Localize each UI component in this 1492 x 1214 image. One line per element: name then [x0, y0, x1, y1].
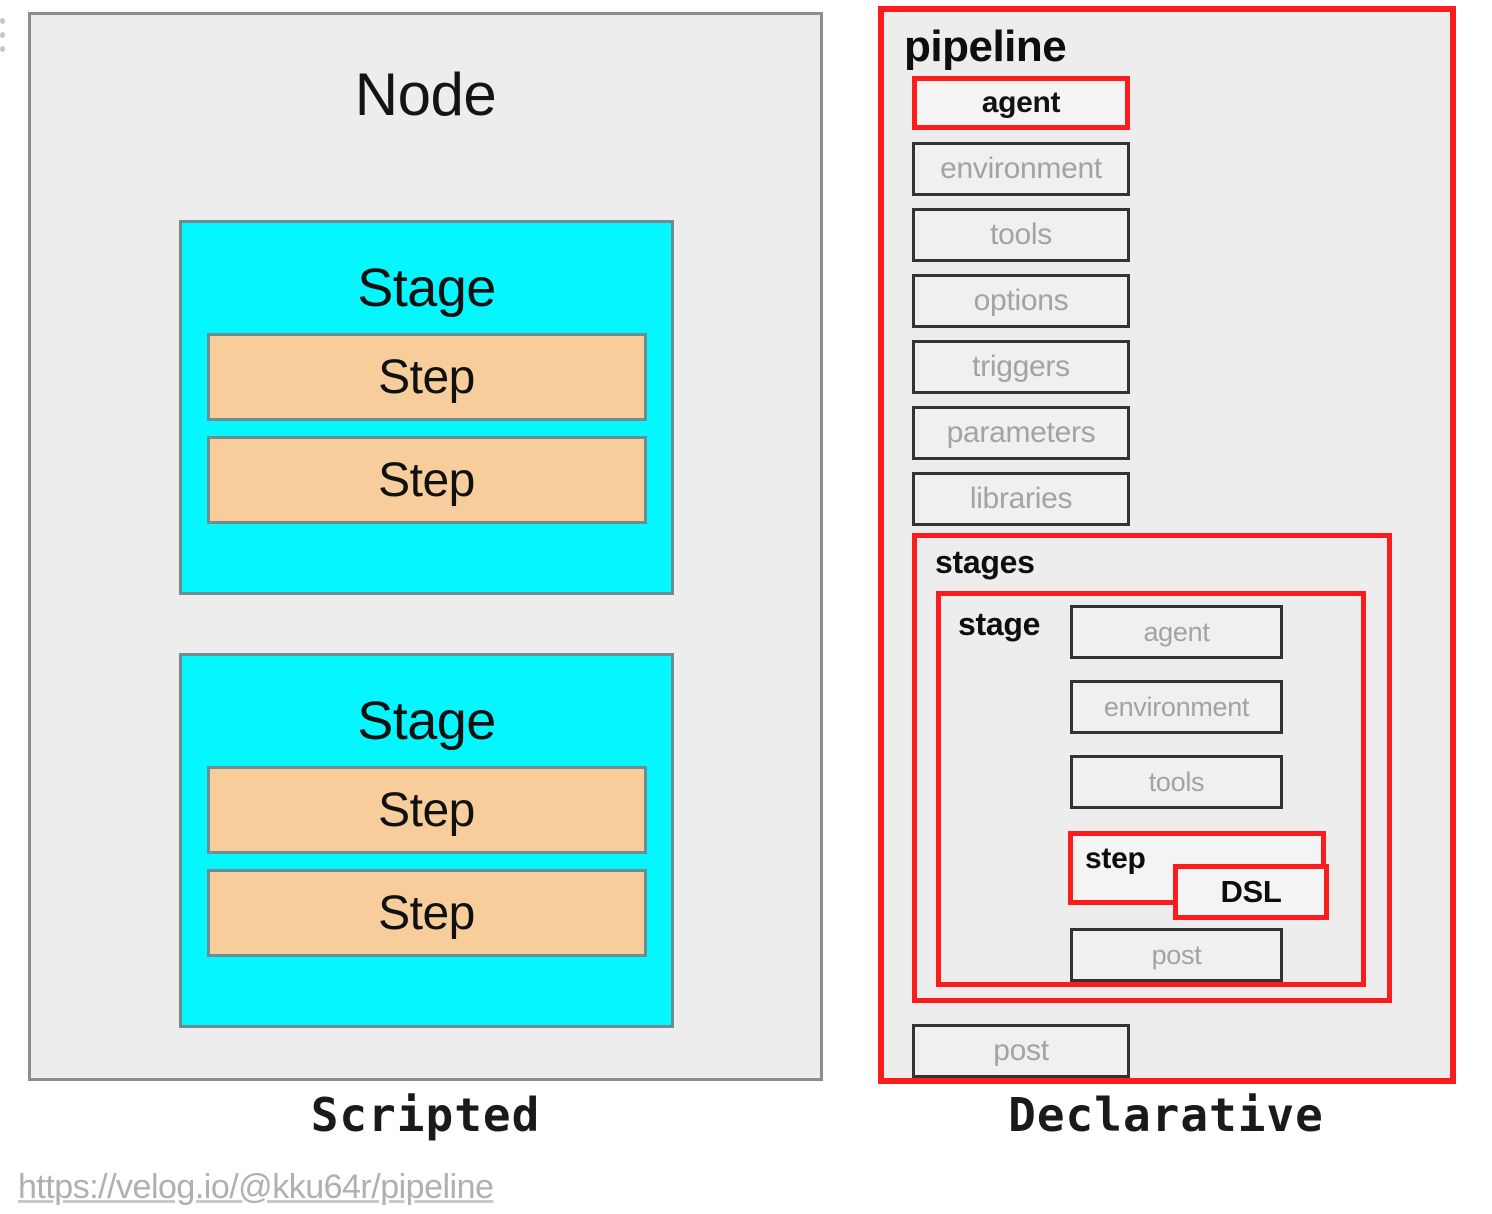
directive-agent: agent [912, 76, 1130, 131]
pipeline-title: pipeline [904, 22, 1067, 71]
directive-parameters: parameters [912, 406, 1130, 461]
directive-libraries: libraries [912, 472, 1130, 527]
scripted-stage-block: Stage Step Step [179, 653, 674, 1028]
step-box: Step [206, 869, 647, 957]
stage-directive-post: post [1070, 928, 1283, 982]
dsl-block: DSL [1173, 864, 1329, 920]
stage-label: Stage [357, 691, 496, 751]
declarative-pipeline-panel: pipeline agent environment tools options… [878, 6, 1456, 1084]
stages-label: stages [935, 544, 1035, 580]
stage-directive-tools: tools [1070, 755, 1283, 809]
directive-options: options [912, 274, 1130, 329]
stage-block: stage agent environment tools step DSL p… [936, 591, 1366, 987]
stage-label: stage [958, 606, 1041, 642]
step-label: step [1085, 842, 1146, 875]
scripted-stage-block: Stage Step Step [179, 220, 674, 595]
directive-environment: environment [912, 142, 1130, 197]
step-box: Step [206, 436, 647, 524]
step-box: Step [206, 333, 647, 421]
step-block: step DSL [1068, 831, 1329, 920]
step-box: Step [206, 766, 647, 854]
ellipsis-dot [0, 18, 5, 24]
ellipsis-dot [0, 46, 5, 52]
scripted-pipeline-panel: Node Stage Step Step Stage Step Step [28, 12, 823, 1081]
node-title: Node [354, 61, 497, 128]
source-url-link[interactable]: https://velog.io/@kku64r/pipeline [18, 1168, 494, 1206]
directive-post: post [912, 1024, 1130, 1078]
directive-tools: tools [912, 208, 1130, 263]
stage-directive-environment: environment [1070, 680, 1283, 734]
stages-block: stages stage agent environment tools ste… [912, 533, 1392, 1003]
declarative-caption: Declarative [1008, 1088, 1324, 1142]
stage-label: Stage [357, 258, 496, 318]
ellipsis-dot [0, 32, 5, 38]
directive-triggers: triggers [912, 340, 1130, 395]
stage-directive-agent: agent [1070, 605, 1283, 659]
scripted-caption: Scripted [310, 1088, 541, 1142]
drag-handle-ellipsis-icon[interactable] [0, 18, 5, 52]
